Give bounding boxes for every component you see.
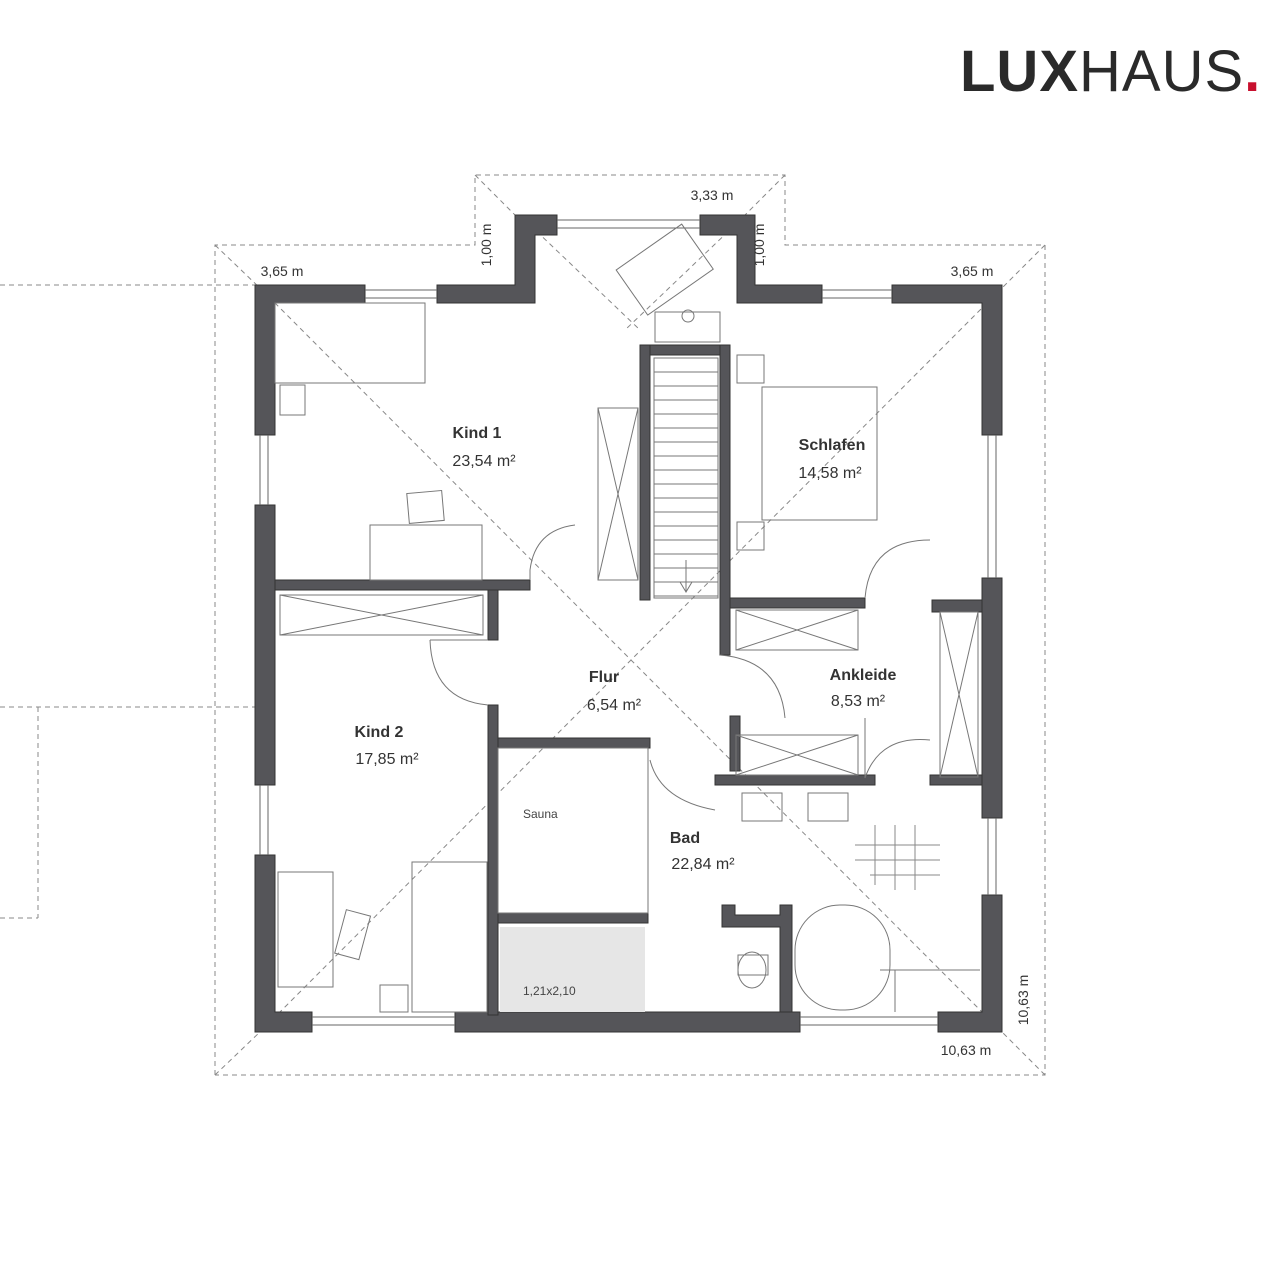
- room-name-kind1: Kind 1: [453, 425, 502, 442]
- stair-arrow-icon: [679, 560, 693, 593]
- dimension-total-depth: 10,63 m: [1015, 975, 1031, 1026]
- dimension-bay-left-depth: 1,00 m: [478, 224, 494, 267]
- dimension-top-bay: 3,33 m: [691, 187, 734, 203]
- sauna-label: Sauna: [523, 807, 558, 821]
- room-area-ankleide: 8,53 m²: [831, 693, 886, 710]
- windows: [259, 219, 997, 1026]
- room-name-ankleide: Ankleide: [830, 667, 897, 684]
- dimension-left-wing: 3,65 m: [261, 263, 304, 279]
- room-area-bad: 22,84 m²: [671, 856, 735, 873]
- room-name-kind2: Kind 2: [355, 724, 404, 741]
- dimension-right-wing: 3,65 m: [951, 263, 994, 279]
- stair-treads: [654, 371, 718, 597]
- shower-label: 1,21x2,10: [523, 984, 576, 998]
- logo-dot: .: [1244, 39, 1262, 104]
- shower-area: [500, 927, 645, 1012]
- room-name-schlafen: Schlafen: [799, 437, 866, 454]
- dimension-total-width: 10,63 m: [941, 1042, 992, 1058]
- logo-light-text: HAUS: [1079, 39, 1245, 104]
- room-area-kind2: 17,85 m²: [355, 751, 419, 768]
- logo-bold-text: LUX: [960, 39, 1079, 104]
- room-area-flur: 6,54 m²: [587, 697, 642, 714]
- doors: [429, 524, 931, 811]
- room-area-schlafen: 14,58 m²: [798, 465, 862, 482]
- walls: [254, 214, 1003, 1033]
- room-name-flur: Flur: [589, 669, 619, 686]
- dimension-labels: 3,33 m 3,65 m 3,65 m 10,63 m 1,00 m 1,00…: [261, 187, 1031, 1058]
- room-name-bad: Bad: [670, 830, 700, 847]
- dimension-bay-right-depth: 1,00 m: [751, 224, 767, 267]
- room-area-kind1: 23,54 m²: [452, 453, 516, 470]
- room-labels: Kind 1 23,54 m² Schlafen 14,58 m² Flur 6…: [355, 425, 897, 998]
- furniture: [274, 223, 980, 1013]
